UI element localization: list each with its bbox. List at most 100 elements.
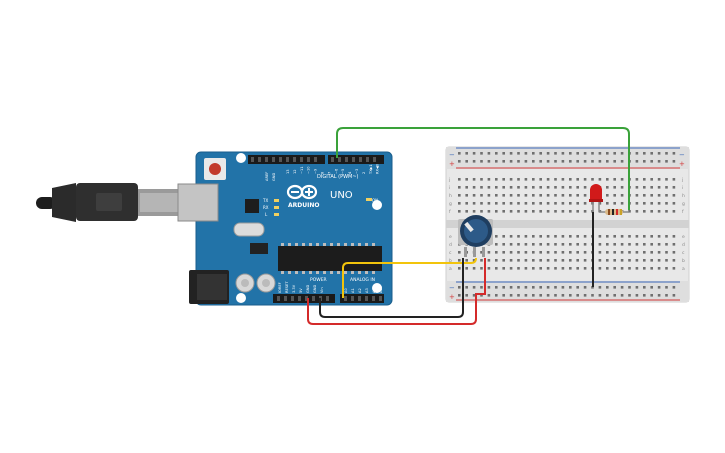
terminal-hole[interactable] <box>569 186 572 189</box>
terminal-hole[interactable] <box>487 259 491 262</box>
terminal-hole[interactable] <box>643 243 646 246</box>
terminal-hole[interactable] <box>561 194 565 197</box>
terminal-hole[interactable] <box>465 178 468 181</box>
terminal-hole[interactable] <box>657 235 661 238</box>
rail-hole[interactable] <box>561 152 565 155</box>
terminal-hole[interactable] <box>509 210 513 213</box>
terminal-hole[interactable] <box>546 194 550 197</box>
terminal-hole[interactable] <box>532 235 535 238</box>
terminal-hole[interactable] <box>628 251 631 254</box>
terminal-hole[interactable] <box>635 235 639 238</box>
usb-cable[interactable] <box>36 183 180 222</box>
terminal-hole[interactable] <box>569 259 572 262</box>
terminal-hole[interactable] <box>561 235 565 238</box>
terminal-hole[interactable] <box>606 259 609 262</box>
terminal-hole[interactable] <box>509 235 513 238</box>
rail-hole[interactable] <box>606 286 609 289</box>
terminal-hole[interactable] <box>561 243 565 246</box>
terminal-hole[interactable] <box>532 259 535 262</box>
wire-digital-to-resistor[interactable] <box>336 127 630 210</box>
rail-hole[interactable] <box>472 152 476 155</box>
terminal-hole[interactable] <box>628 267 631 270</box>
terminal-hole[interactable] <box>495 267 498 270</box>
terminal-hole[interactable] <box>495 202 498 205</box>
terminal-hole[interactable] <box>583 267 587 270</box>
terminal-hole[interactable] <box>458 186 461 189</box>
rail-hole[interactable] <box>635 160 639 163</box>
terminal-hole[interactable] <box>635 194 639 197</box>
rail-hole[interactable] <box>635 294 639 297</box>
terminal-hole[interactable] <box>613 267 616 270</box>
rail-hole[interactable] <box>472 294 476 297</box>
terminal-hole[interactable] <box>650 235 653 238</box>
terminal-hole[interactable] <box>554 267 557 270</box>
rail-hole[interactable] <box>606 294 609 297</box>
terminal-hole[interactable] <box>532 210 535 213</box>
terminal-hole[interactable] <box>539 243 542 246</box>
terminal-hole[interactable] <box>472 267 476 270</box>
terminal-hole[interactable] <box>628 235 631 238</box>
terminal-hole[interactable] <box>606 186 609 189</box>
terminal-hole[interactable] <box>598 235 602 238</box>
terminal-hole[interactable] <box>517 210 520 213</box>
terminal-hole[interactable] <box>657 267 661 270</box>
terminal-hole[interactable] <box>554 186 557 189</box>
terminal-hole[interactable] <box>576 243 579 246</box>
terminal-hole[interactable] <box>583 235 587 238</box>
terminal-hole[interactable] <box>635 210 639 213</box>
terminal-hole[interactable] <box>554 259 557 262</box>
terminal-hole[interactable] <box>606 267 609 270</box>
terminal-hole[interactable] <box>620 235 624 238</box>
terminal-hole[interactable] <box>502 194 505 197</box>
rail-hole[interactable] <box>643 286 646 289</box>
terminal-hole[interactable] <box>517 235 520 238</box>
terminal-hole[interactable] <box>620 194 624 197</box>
terminal-hole[interactable] <box>606 251 609 254</box>
rail-hole[interactable] <box>665 294 668 297</box>
terminal-hole[interactable] <box>509 178 513 181</box>
rail-hole[interactable] <box>650 152 653 155</box>
terminal-hole[interactable] <box>546 186 550 189</box>
rail-hole[interactable] <box>576 286 579 289</box>
rail-hole[interactable] <box>569 160 572 163</box>
terminal-hole[interactable] <box>546 251 550 254</box>
terminal-hole[interactable] <box>672 202 676 205</box>
terminal-hole[interactable] <box>546 243 550 246</box>
terminal-hole[interactable] <box>532 202 535 205</box>
terminal-hole[interactable] <box>561 202 565 205</box>
rail-hole[interactable] <box>532 294 535 297</box>
rail-hole[interactable] <box>672 286 676 289</box>
terminal-hole[interactable] <box>665 194 668 197</box>
terminal-hole[interactable] <box>546 202 550 205</box>
terminal-hole[interactable] <box>613 202 616 205</box>
terminal-hole[interactable] <box>487 267 491 270</box>
rail-hole[interactable] <box>502 286 505 289</box>
terminal-hole[interactable] <box>524 235 528 238</box>
rail-hole[interactable] <box>524 152 528 155</box>
terminal-hole[interactable] <box>561 259 565 262</box>
terminal-hole[interactable] <box>657 194 661 197</box>
rail-hole[interactable] <box>591 160 594 163</box>
rail-hole[interactable] <box>613 286 616 289</box>
rail-hole[interactable] <box>465 160 468 163</box>
terminal-hole[interactable] <box>554 210 557 213</box>
rail-hole[interactable] <box>657 160 661 163</box>
terminal-hole[interactable] <box>665 210 668 213</box>
terminal-hole[interactable] <box>472 259 476 262</box>
rail-hole[interactable] <box>495 286 498 289</box>
terminal-hole[interactable] <box>598 251 602 254</box>
rail-hole[interactable] <box>613 294 616 297</box>
terminal-hole[interactable] <box>472 202 476 205</box>
rail-hole[interactable] <box>539 294 542 297</box>
terminal-hole[interactable] <box>472 210 476 213</box>
terminal-hole[interactable] <box>487 251 491 254</box>
terminal-hole[interactable] <box>502 178 505 181</box>
terminal-hole[interactable] <box>539 251 542 254</box>
terminal-hole[interactable] <box>517 243 520 246</box>
rail-hole[interactable] <box>458 160 461 163</box>
terminal-hole[interactable] <box>502 210 505 213</box>
terminal-hole[interactable] <box>569 210 572 213</box>
terminal-hole[interactable] <box>487 194 491 197</box>
terminal-hole[interactable] <box>672 235 676 238</box>
terminal-hole[interactable] <box>665 267 668 270</box>
